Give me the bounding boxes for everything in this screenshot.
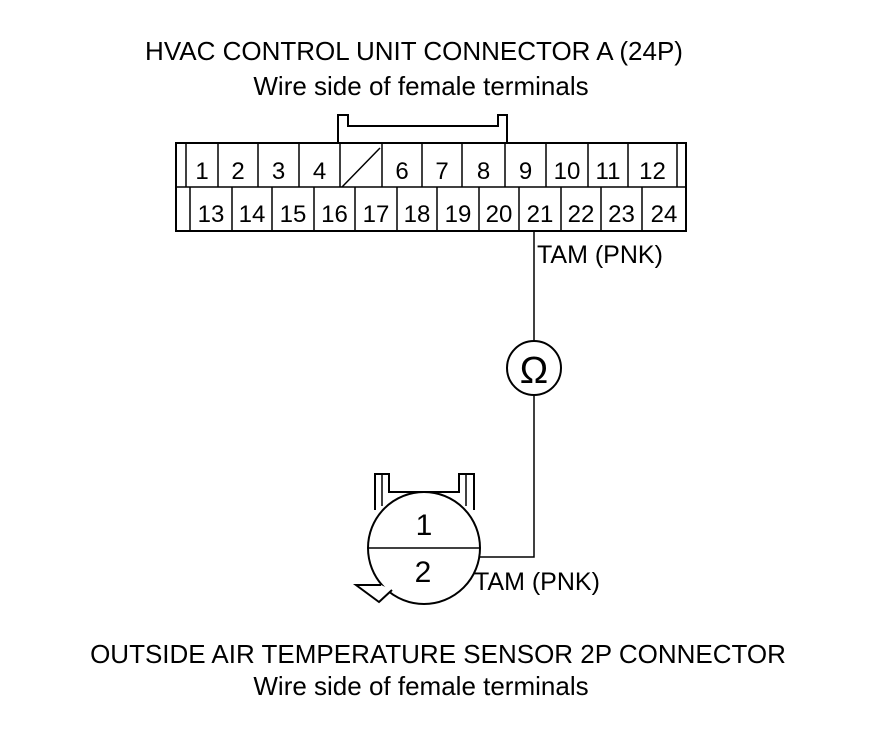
wire-lower [470,395,535,558]
sensor-key-notch [352,584,393,604]
hvac-terminal-top-1: 1 [195,158,208,185]
hvac-terminal-bottom-24: 24 [651,201,678,228]
hvac-terminal-top-10: 10 [554,158,581,185]
hvac-bottom-row-separators [231,187,643,231]
sensor-terminal-1: 1 [416,509,433,542]
hvac-wire-label: TAM (PNK) [537,241,663,269]
hvac-terminal-bottom-16: 16 [321,201,348,228]
hvac-terminal-bottom-17: 17 [363,201,390,228]
hvac-terminal-bottom-19: 19 [445,201,472,228]
hvac-lock-tab [337,114,508,143]
hvac-connector-title: HVAC CONTROL UNIT CONNECTOR A (24P) [145,36,683,66]
ohm-symbol: Ω [520,350,548,392]
hvac-bottom-row-labels: 13 14 15 16 17 18 19 20 21 22 23 24 [198,201,678,228]
hvac-terminal-bottom-21: 21 [527,201,554,228]
ohmmeter-icon: Ω [506,340,562,396]
hvac-terminal-bottom-15: 15 [280,201,307,228]
hvac-terminal-top-8: 8 [477,158,490,185]
hvac-terminal-bottom-22: 22 [568,201,595,228]
hvac-terminal-top-7: 7 [435,158,448,185]
sensor-wire-label: TAM (PNK) [474,568,600,596]
hvac-terminal-bottom-20: 20 [486,201,513,228]
hvac-terminal-top-11: 11 [596,158,621,185]
sensor-connector: 1 2 [352,473,481,605]
hvac-top-row-separators [217,143,629,187]
hvac-terminal-top-12: 12 [639,158,666,185]
hvac-connector-subtitle: Wire side of female terminals [253,71,588,101]
hvac-terminal-top-6: 6 [395,158,408,185]
hvac-terminal-top-2: 2 [231,158,244,185]
sensor-terminal-2: 2 [415,556,432,589]
hvac-terminal-bottom-14: 14 [239,201,266,228]
sensor-connector-subtitle: Wire side of female terminals [253,671,588,701]
hvac-terminal-bottom-18: 18 [404,201,431,228]
hvac-terminal-top-4: 4 [313,158,326,185]
sensor-connector-title: OUTSIDE AIR TEMPERATURE SENSOR 2P CONNEC… [90,639,786,669]
hvac-empty-terminal-slash [341,147,381,188]
hvac-terminal-bottom-13: 13 [198,201,225,228]
hvac-terminal-bottom-23: 23 [608,201,635,228]
hvac-terminal-top-3: 3 [272,158,285,185]
hvac-terminal-top-9: 9 [519,158,532,185]
